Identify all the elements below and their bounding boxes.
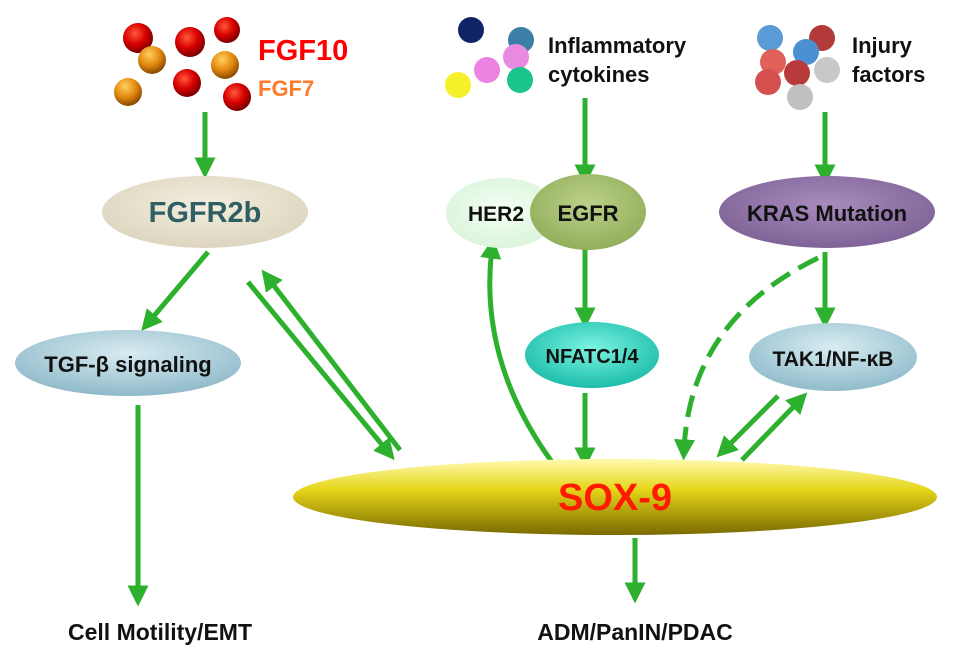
- arrow-fgfr2b-to-tgf: [141, 250, 210, 332]
- outcome-cell-motility: Cell Motility/EMT: [68, 619, 252, 645]
- outcome-adm-panin-pdac: ADM/PanIN/PDAC: [537, 619, 733, 645]
- egfr-label: EGFR: [557, 201, 618, 226]
- node-her2: HER2: [446, 178, 558, 248]
- injury-factor-cluster-icon: [755, 25, 840, 110]
- fgf7-label: FGF7: [258, 76, 314, 101]
- arrow-sox9-to-fgfr2b: [261, 269, 402, 452]
- node-tak1: TAK1/NF-κB: [749, 323, 917, 391]
- injury-label-line1: Injury: [852, 33, 913, 58]
- tak1-label: TAK1/NF-κB: [773, 348, 894, 371]
- nfatc-label: NFATC1/4: [546, 346, 640, 368]
- arrow-sox9-to-her2: [480, 237, 555, 464]
- sox9-label: SOX-9: [558, 477, 672, 519]
- inflammatory-label-line1: Inflammatory: [548, 33, 687, 58]
- fgf-ligand-cluster-icon: [114, 17, 251, 111]
- cytokine-cluster-icon: [445, 17, 534, 98]
- arrow-kras-to-sox9-dashed: [674, 255, 820, 461]
- kras-label: KRAS Mutation: [747, 201, 907, 226]
- arrow-fgfr2b-to-sox9: [246, 280, 395, 461]
- tgf-label: TGF-β signaling: [44, 352, 211, 377]
- injury-label-line2: factors: [852, 62, 925, 87]
- inflammatory-label-line2: cytokines: [548, 62, 650, 87]
- arrow-tak1-to-sox9: [716, 394, 780, 458]
- fgf10-label: FGF10: [258, 35, 348, 67]
- node-sox9: SOX-9: [293, 459, 937, 535]
- node-kras: KRAS Mutation: [719, 176, 935, 248]
- her2-label: HER2: [468, 203, 524, 226]
- fgfr2b-label: FGFR2b: [149, 197, 262, 229]
- node-egfr: EGFR: [530, 174, 646, 250]
- arrow-sox9-to-tak1: [740, 392, 808, 462]
- node-fgfr2b: FGFR2b: [102, 176, 308, 248]
- node-nfatc: NFATC1/4: [525, 322, 659, 388]
- node-tgf-beta: TGF-β signaling: [15, 330, 241, 396]
